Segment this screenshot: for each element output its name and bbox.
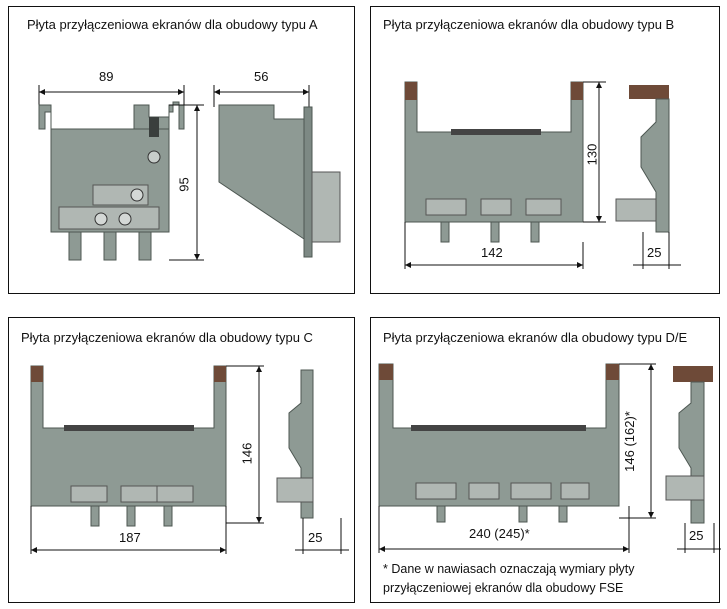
panel-housing-b: Płyta przyłączeniowa ekranów dla obudowy…	[370, 6, 720, 294]
dim-height: 95	[176, 177, 192, 192]
footnote: * Dane w nawiasach oznaczają wymiary pły…	[383, 560, 635, 598]
panel-title: Płyta przyłączeniowa ekranów dla obudowy…	[21, 330, 313, 345]
side-view	[665, 366, 713, 524]
dim-width: 142	[481, 245, 503, 260]
drawing-housing-c	[30, 365, 349, 554]
panel-title: Płyta przyłączeniowa ekranów dla obudowy…	[383, 330, 688, 345]
dim-depth: 25	[647, 245, 662, 260]
panel-housing-c: Płyta przyłączeniowa ekranów dla obudowy…	[8, 317, 355, 603]
dim-depth: 25	[308, 530, 323, 545]
footnote-line-1: * Dane w nawiasach oznaczają wymiary pły…	[383, 562, 635, 576]
front-view	[378, 363, 620, 523]
side-view	[615, 85, 670, 233]
dim-height: 146 (162)*	[621, 411, 637, 472]
footnote-line-2: przyłączeniowej ekranów dla obudowy FSE	[383, 581, 624, 595]
drawing-housing-a	[38, 85, 341, 261]
front-view	[38, 101, 185, 261]
dim-width: 187	[119, 530, 141, 545]
side-view	[218, 104, 341, 258]
dim-width: 240 (245)*	[469, 526, 530, 541]
dim-depth: 25	[689, 528, 704, 543]
front-view	[30, 365, 227, 527]
side-view	[276, 369, 314, 519]
dim-height: 146	[239, 442, 255, 465]
panel-housing-a: Płyta przyłączeniowa ekranów dla obudowy…	[8, 6, 355, 294]
front-view	[404, 81, 584, 243]
dim-width: 89	[99, 69, 114, 84]
drawing-housing-de	[378, 363, 721, 553]
dim-depth: 56	[254, 69, 269, 84]
panel-title: Płyta przyłączeniowa ekranów dla obudowy…	[383, 17, 675, 32]
panel-title: Płyta przyłączeniowa ekranów dla obudowy…	[27, 17, 318, 32]
dim-height: 130	[584, 143, 600, 166]
drawing-housing-b	[404, 81, 681, 269]
panel-housing-de: Płyta przyłączeniowa ekranów dla obudowy…	[370, 317, 721, 603]
